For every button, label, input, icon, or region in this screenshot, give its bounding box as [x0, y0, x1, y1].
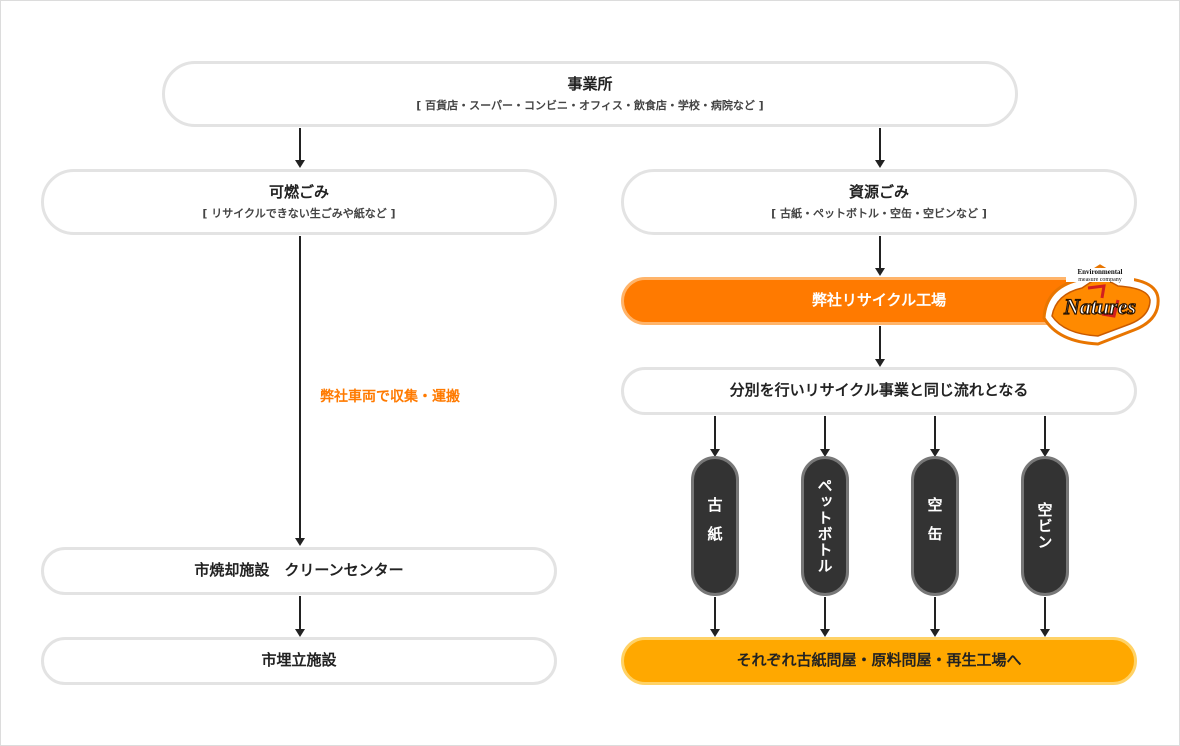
sorting-title: 分別を行いリサイクル事業と同じ流れとなる — [729, 381, 1029, 400]
category-pet-bottles: ペットボトル — [801, 456, 849, 596]
connector-office-burnable — [299, 128, 301, 160]
office-subtitle: [ 百貨店・スーパー・コンビニ・オフィス・飲食店・学校・病院など ] — [416, 99, 764, 113]
connector-incineration-landfill — [299, 596, 301, 629]
category-paper-label: 古紙 — [705, 497, 724, 555]
natures-logo: Environmental measure company Natures — [1042, 264, 1160, 346]
connector-sorting-pet — [824, 416, 826, 449]
arrowhead — [295, 538, 305, 546]
connector-office-resource — [879, 128, 881, 160]
destination-title: それぞれ古紙問屋・原料問屋・再生工場へ — [736, 651, 1022, 670]
connector-burnable-incineration — [299, 236, 301, 538]
connector-bottles-destination — [1044, 597, 1046, 629]
category-pet-label: ペットボトル — [815, 478, 834, 574]
logo-tagline-line2: measure company — [1078, 277, 1121, 283]
connector-cans-destination — [934, 597, 936, 629]
logo-tagline-line1: Environmental — [1078, 268, 1123, 276]
incineration-node: 市焼却施設 クリーンセンター — [41, 547, 557, 595]
burnable-title: 可燃ごみ — [268, 182, 329, 201]
landfill-title: 市埋立施設 — [261, 651, 337, 670]
sorting-node: 分別を行いリサイクル事業と同じ流れとなる — [621, 367, 1137, 415]
arrowhead — [875, 268, 885, 276]
landfill-node: 市埋立施設 — [41, 637, 557, 685]
resource-subtitle: [ 古紙・ペットボトル・空缶・空ビンなど ] — [771, 207, 987, 221]
burnable-subtitle: [ リサイクルできない生ごみや紙など ] — [202, 207, 396, 221]
arrowhead — [710, 449, 720, 457]
arrowhead — [820, 449, 830, 457]
arrowhead — [875, 160, 885, 168]
category-cans-label: 空缶 — [925, 497, 944, 555]
arrowhead — [930, 449, 940, 457]
category-cans: 空缶 — [911, 456, 959, 596]
burnable-node: 可燃ごみ [ リサイクルできない生ごみや紙など ] — [41, 169, 557, 235]
logo-brand: Natures — [1063, 294, 1136, 319]
connector-paper-destination — [714, 597, 716, 629]
arrowhead — [1040, 629, 1050, 637]
arrowhead — [710, 629, 720, 637]
office-title: 事業所 — [567, 74, 613, 93]
transport-note: 弊社車両で収集・運搬 — [320, 389, 460, 405]
arrowhead — [875, 359, 885, 367]
connector-resource-plant — [879, 236, 881, 268]
recycle-plant-title: 弊社リサイクル工場 — [811, 291, 947, 310]
arrowhead — [820, 629, 830, 637]
connector-pet-destination — [824, 597, 826, 629]
connector-sorting-bottles — [1044, 416, 1046, 449]
incineration-title: 市焼却施設 クリーンセンター — [194, 561, 404, 580]
connector-plant-sorting — [879, 326, 881, 359]
connector-sorting-cans — [934, 416, 936, 449]
arrowhead — [930, 629, 940, 637]
resource-node: 資源ごみ [ 古紙・ペットボトル・空缶・空ビンなど ] — [621, 169, 1137, 235]
arrowhead — [1040, 449, 1050, 457]
connector-sorting-paper — [714, 416, 716, 449]
destination-node: それぞれ古紙問屋・原料問屋・再生工場へ — [621, 637, 1137, 685]
arrowhead — [295, 629, 305, 637]
category-bottles: 空ビン — [1021, 456, 1069, 596]
resource-title: 資源ごみ — [848, 182, 909, 201]
arrowhead — [295, 160, 305, 168]
category-bottles-label: 空ビン — [1035, 502, 1054, 550]
category-paper: 古紙 — [691, 456, 739, 596]
office-node: 事業所 [ 百貨店・スーパー・コンビニ・オフィス・飲食店・学校・病院など ] — [162, 61, 1018, 127]
